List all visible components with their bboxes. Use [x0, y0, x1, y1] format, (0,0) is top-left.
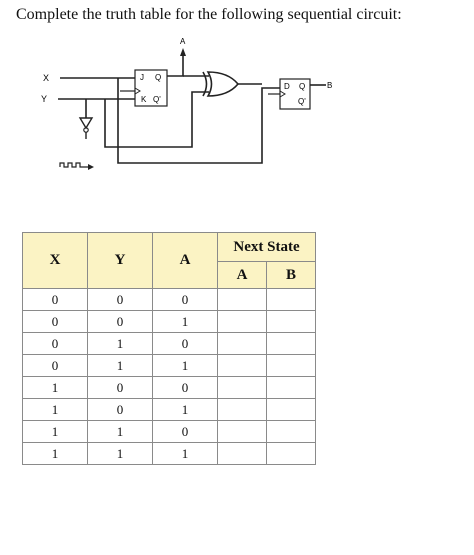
- cell-next-b[interactable]: [266, 288, 316, 311]
- output-a-label: A: [180, 37, 186, 46]
- cell-a: 1: [152, 310, 218, 333]
- table-row: 1 1 1: [22, 442, 316, 465]
- wire-a: [167, 54, 184, 77]
- header-next-a: A: [217, 261, 267, 289]
- truth-table: X Y A Next State A B 0 0 0 0 0 1 0 1 0 0…: [22, 232, 316, 465]
- cell-next-b[interactable]: [266, 442, 316, 465]
- d-clock-marker: [279, 90, 286, 98]
- header-next-state: Next State: [217, 232, 316, 262]
- cell-y: 0: [87, 376, 153, 399]
- output-b-label: B: [327, 81, 332, 90]
- jk-j-label: J: [140, 73, 144, 82]
- cell-a: 0: [152, 288, 218, 311]
- jk-k-label: K: [141, 95, 147, 104]
- cell-next-b[interactable]: [266, 310, 316, 333]
- cell-x: 1: [22, 376, 88, 399]
- inverter-gate: [78, 117, 94, 130]
- cell-x: 0: [22, 288, 88, 311]
- cell-next-a[interactable]: [217, 288, 267, 311]
- cell-a: 0: [152, 420, 218, 443]
- cell-y: 1: [87, 332, 153, 355]
- jk-qbar-label: Q': [153, 95, 161, 104]
- table-row: 0 1 0: [22, 332, 316, 355]
- input-y-label: Y: [41, 94, 47, 104]
- cell-next-a[interactable]: [217, 376, 267, 399]
- cell-a: 1: [152, 442, 218, 465]
- header-y: Y: [87, 232, 153, 289]
- xor-gate-back-arc: [202, 71, 208, 97]
- output-a-arrow-icon: [180, 48, 186, 56]
- wire-x-to-d: [117, 78, 280, 164]
- clock-pulse-icon: [59, 162, 88, 168]
- cell-x: 0: [22, 354, 88, 377]
- d-d-label: D: [284, 82, 290, 91]
- cell-next-b[interactable]: [266, 398, 316, 421]
- cell-y: 1: [87, 420, 153, 443]
- cell-x: 1: [22, 420, 88, 443]
- cell-next-b[interactable]: [266, 332, 316, 355]
- cell-next-a[interactable]: [217, 398, 267, 421]
- cell-next-b[interactable]: [266, 354, 316, 377]
- cell-next-b[interactable]: [266, 376, 316, 399]
- cell-a: 1: [152, 398, 218, 421]
- header-a: A: [152, 232, 218, 289]
- question-text: Complete the truth table for the followi…: [16, 6, 402, 23]
- table-row: 1 1 0: [22, 420, 316, 443]
- cell-next-a[interactable]: [217, 332, 267, 355]
- input-x-label: X: [43, 73, 49, 83]
- cell-y: 0: [87, 288, 153, 311]
- d-qbar-label: Q': [298, 97, 306, 106]
- cell-a: 0: [152, 332, 218, 355]
- cell-next-a[interactable]: [217, 354, 267, 377]
- cell-a: 1: [152, 354, 218, 377]
- cell-y: 0: [87, 398, 153, 421]
- table-row: 0 0 0: [22, 288, 316, 311]
- d-q-label: Q: [299, 82, 305, 91]
- table-row: 1 0 1: [22, 398, 316, 421]
- cell-next-b[interactable]: [266, 420, 316, 443]
- cell-y: 1: [87, 354, 153, 377]
- cell-next-a[interactable]: [217, 442, 267, 465]
- cell-x: 0: [22, 332, 88, 355]
- header-x: X: [22, 232, 88, 289]
- sequential-circuit-diagram: X Y A B J Q K Q' D Q Q': [41, 37, 332, 170]
- cell-y: 0: [87, 310, 153, 333]
- cell-y: 1: [87, 442, 153, 465]
- cell-x: 1: [22, 442, 88, 465]
- clock-arrow-icon: [88, 164, 94, 170]
- cell-x: 0: [22, 310, 88, 333]
- header-next-b: B: [266, 261, 316, 289]
- wire-y-to-xor: [104, 91, 209, 148]
- table-row: 0 0 1: [22, 310, 316, 333]
- jk-clock-marker: [134, 87, 141, 95]
- table-row: 1 0 0: [22, 376, 316, 399]
- cell-x: 1: [22, 398, 88, 421]
- jk-q-label: Q: [155, 73, 161, 82]
- xor-gate: [206, 71, 240, 97]
- table-row: 0 1 1: [22, 354, 316, 377]
- cell-next-a[interactable]: [217, 420, 267, 443]
- cell-next-a[interactable]: [217, 310, 267, 333]
- cell-a: 0: [152, 376, 218, 399]
